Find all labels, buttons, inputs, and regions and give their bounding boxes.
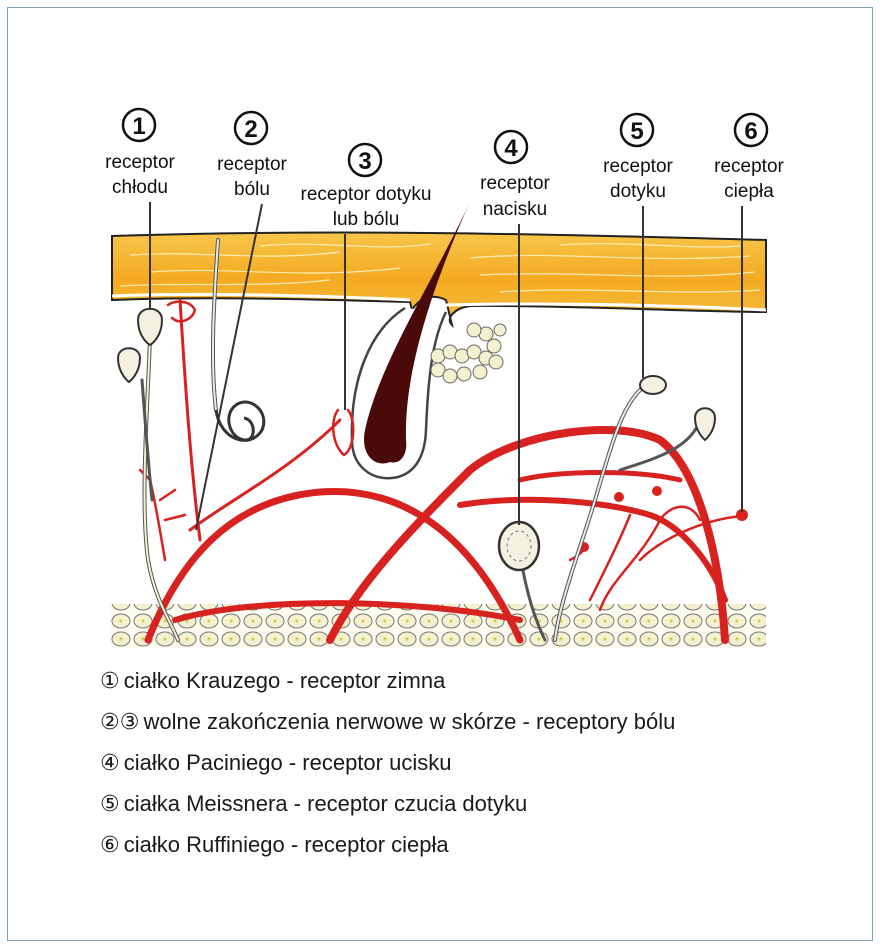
legend: ① ciałko Krauzego - receptor zimna ②③ wo… [100,660,675,865]
receptor-5-label-line2: dotyku [610,181,666,202]
receptor-6-label-line1: receptor [714,156,784,177]
receptor-1-label-line2: chłodu [112,177,168,198]
legend-item-3: ④ ciałko Paciniego - receptor ucisku [100,742,675,783]
receptor-6-label-line2: ciepła [724,181,774,202]
epidermis-layer [112,233,766,325]
sweat-gland [431,323,506,383]
legend-item-5-number: ⑥ [100,832,120,858]
receptor-2-label-line2: bólu [234,179,270,200]
receptor-5-label-line1: receptor [603,156,673,177]
receptor-1-number: 1 [132,113,145,140]
receptor-2-label-line1: receptor [217,154,287,175]
pacinian-corpuscle [499,522,539,570]
receptor-4-label-line1: receptor [480,173,550,194]
legend-item-4-text: ciałka Meissnera - receptor czucia dotyk… [124,791,528,817]
receptor-3-label-line1: receptor dotyku [301,184,432,205]
legend-item-3-text: ciałko Paciniego - receptor ucisku [124,750,452,776]
legend-item-2-number: ②③ [100,709,139,735]
receptor-6-number: 6 [744,118,757,145]
legend-item-3-number: ④ [100,750,120,776]
legend-item-4: ⑤ ciałka Meissnera - receptor czucia dot… [100,783,675,824]
receptor-3-number: 3 [358,148,371,175]
legend-item-4-number: ⑤ [100,791,120,817]
legend-item-1-text: ciałko Krauzego - receptor zimna [124,668,446,694]
legend-item-5-text: ciałko Ruffiniego - receptor ciepła [124,832,449,858]
receptor-4-label-line2: nacisku [483,199,547,220]
legend-item-2: ②③ wolne zakończenia nerwowe w skórze - … [100,701,675,742]
receptor-3-label-line2: lub bólu [333,209,400,230]
receptor-1-label-line1: receptor [105,152,175,173]
free-nerve-ending-coil [216,402,264,440]
receptor-2-number: 2 [244,116,257,143]
legend-item-1-number: ① [100,668,120,694]
legend-item-5: ⑥ ciałko Ruffiniego - receptor ciepła [100,824,675,865]
legend-item-2-text: wolne zakończenia nerwowe w skórze - rec… [143,709,675,735]
meissner-corpuscles [640,376,715,440]
legend-item-1: ① ciałko Krauzego - receptor zimna [100,660,675,701]
krause-bulbs [118,309,162,382]
receptor-5-number: 5 [630,118,643,145]
receptor-4-number: 4 [504,135,518,162]
